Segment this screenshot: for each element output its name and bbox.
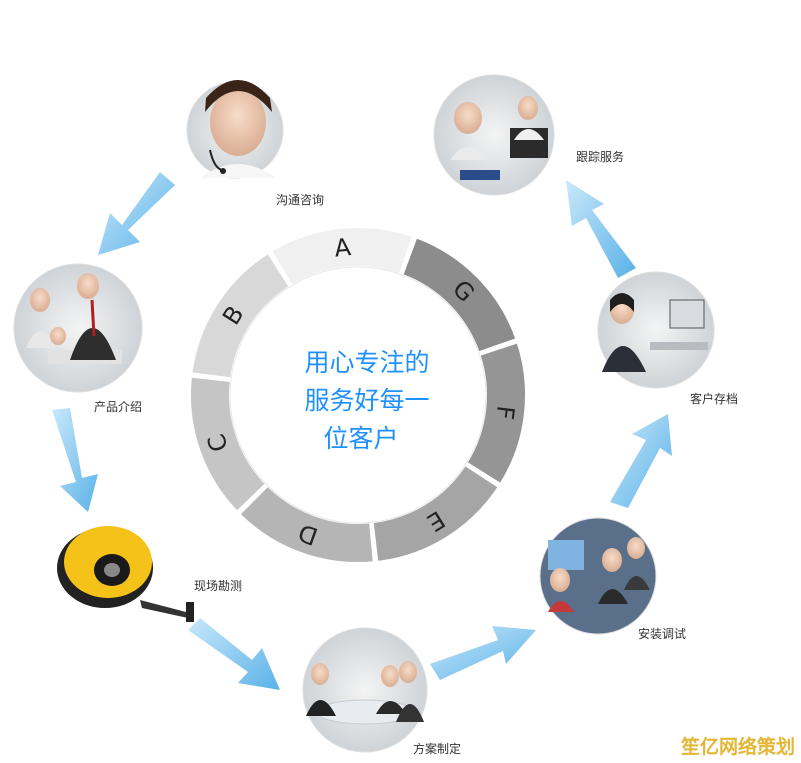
- watermark-text: 笙亿网络策划: [680, 736, 795, 758]
- ring-center: [229, 266, 487, 524]
- step-consult: [186, 80, 284, 179]
- arrow-icon: [610, 414, 672, 508]
- arrow-icon: [430, 626, 536, 680]
- step-label-archive: 客户存档: [690, 391, 738, 406]
- step-survey: [57, 526, 194, 622]
- ring-letter-a: A: [333, 233, 353, 263]
- arrow-icon: [566, 180, 636, 278]
- center-text-line1: 用心专注的: [304, 348, 429, 377]
- step-label-product: 产品介绍: [94, 400, 142, 414]
- ring-letter-f: F: [490, 404, 519, 421]
- arrow-icon: [188, 618, 280, 690]
- step-followup: [433, 74, 555, 196]
- conference-room-photo-icon: [302, 627, 428, 753]
- step-archive: [597, 271, 715, 389]
- step-label-install: 安装调试: [638, 626, 686, 641]
- arrow-icon: [52, 408, 98, 512]
- arrow-icon: [98, 172, 175, 255]
- flow-arrows: [52, 172, 672, 690]
- measuring-tape-photo-icon: [57, 526, 194, 622]
- step-product: [13, 263, 143, 393]
- step-label-plan: 方案制定: [413, 741, 461, 756]
- step-label-survey: 现场勘测: [194, 579, 242, 593]
- step-label-consult: 沟通咨询: [276, 192, 324, 207]
- center-text-line2: 服务好每一: [304, 386, 429, 415]
- step-label-followup: 跟踪服务: [576, 149, 624, 164]
- step-install: [539, 517, 657, 635]
- step-plan: [302, 627, 428, 753]
- center-text-line3: 位客户: [323, 424, 398, 453]
